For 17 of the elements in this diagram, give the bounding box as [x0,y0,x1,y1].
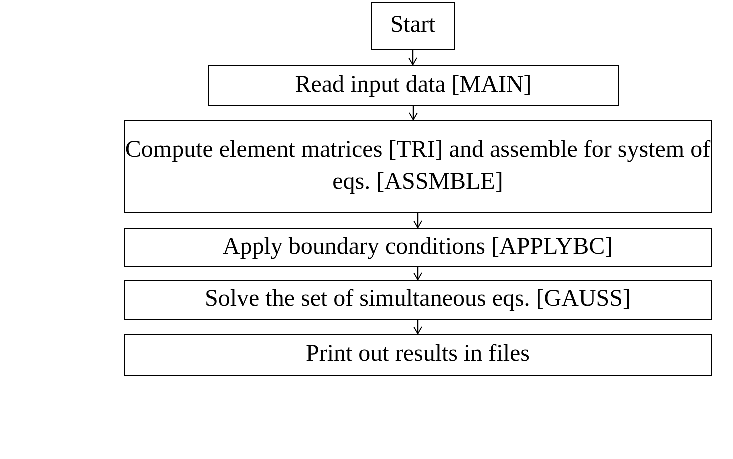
process-box [208,65,619,106]
step-text: Solve the set of simultaneous eqs. [GAUSS] [205,285,631,314]
process-box [124,280,712,320]
step-text: Compute element matrices [TRI] and assemble for system of eqs. [ASSMBLE] [125,136,711,196]
arrow [408,50,418,66]
arrow [414,320,422,334]
process-box [124,120,712,213]
arrow [414,213,422,228]
arrow [409,106,418,120]
step-text: Apply boundary conditions [APPLYBC] [222,232,614,262]
step-text: Start [390,11,436,40]
arrow [414,267,422,280]
process-box [371,2,455,50]
step-text: Read input data [MAIN] [295,70,532,100]
step-text: Print out results in files [306,340,530,370]
process-box [124,334,712,376]
process-box [124,228,712,267]
